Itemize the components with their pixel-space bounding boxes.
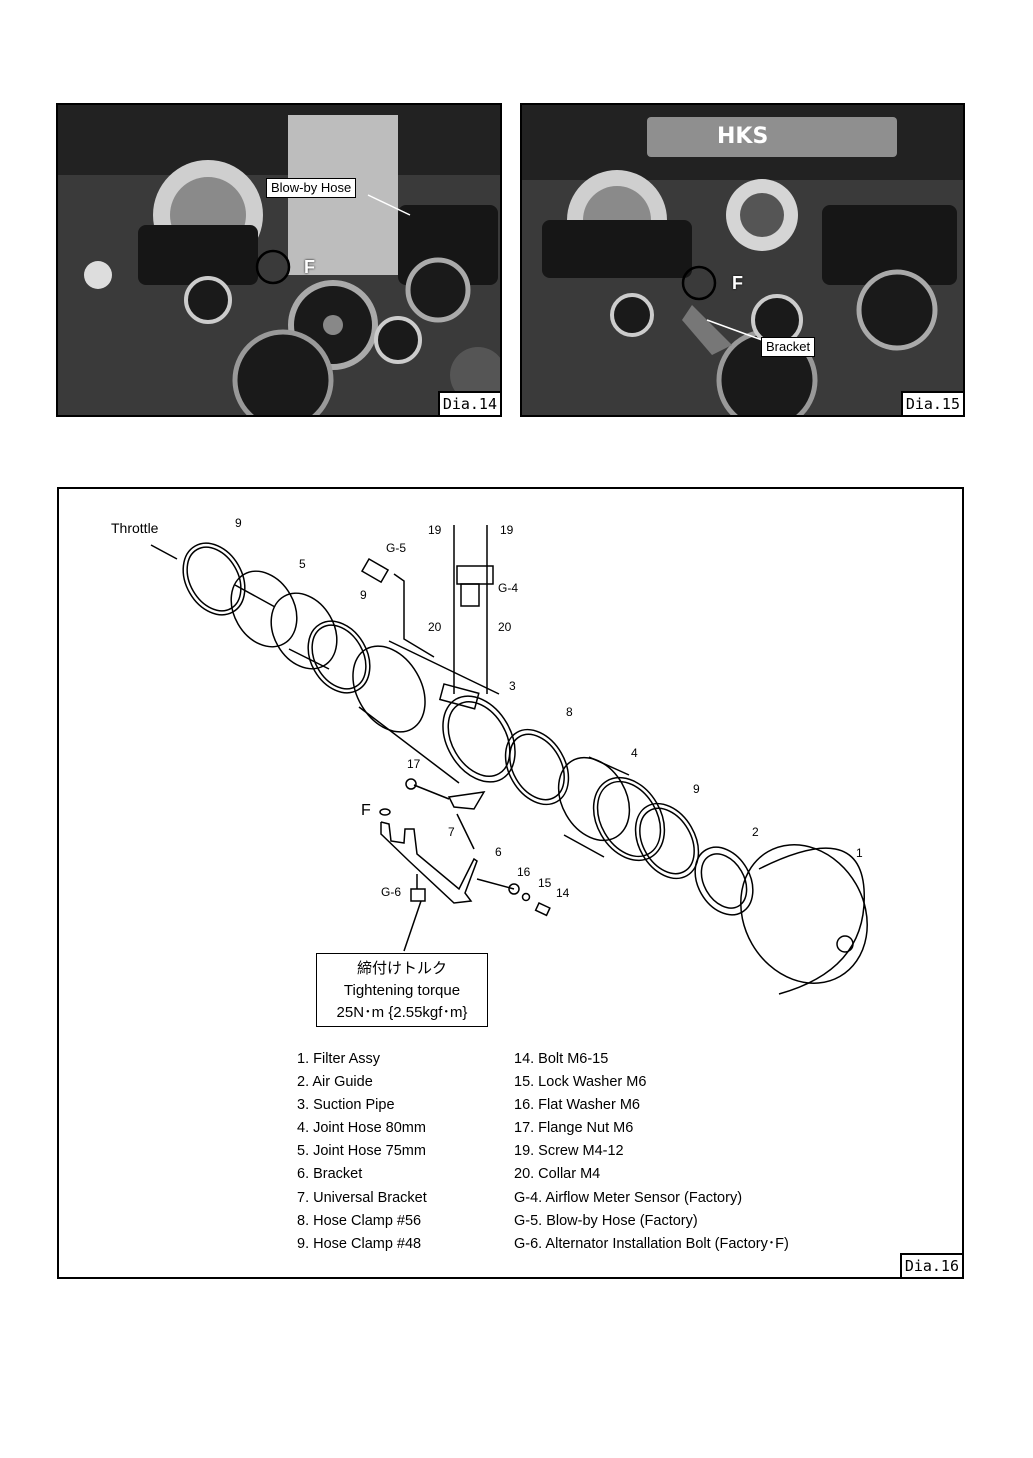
- exploded-parts-diagram: Throttle 9 5 G-5 9 19 19 G-4 20 20 3 8 4…: [57, 487, 964, 1279]
- legend-item: 3. Suction Pipe: [297, 1097, 395, 1114]
- callout-17: 17: [407, 757, 421, 771]
- hks-logo: HKS: [717, 124, 768, 149]
- callout-19a: 19: [428, 523, 442, 537]
- callout-1: 1: [856, 846, 863, 860]
- photo-dia14: Blow-by Hose F Dia.14: [56, 103, 502, 417]
- legend-item: 17. Flange Nut M6: [514, 1120, 634, 1137]
- dia16-tag: Dia.16: [899, 1253, 962, 1277]
- legend-item: 14. Bolt M6-15: [514, 1051, 609, 1067]
- callout-16: 16: [517, 865, 531, 879]
- legend-item: 1. Filter Assy: [297, 1051, 380, 1067]
- callout-9c: 9: [693, 782, 700, 796]
- legend-item: 4. Joint Hose 80mm: [297, 1120, 426, 1137]
- callout-6: 6: [495, 845, 502, 859]
- engine-photo-14: [58, 105, 500, 415]
- callout-g4: G-4: [498, 581, 519, 595]
- legend-item: 2. Air Guide: [297, 1074, 373, 1091]
- parts-legend-left: 1. Filter Assy 2. Air Guide 3. Suction P…: [297, 1048, 427, 1256]
- legend-item: G-4. Airflow Meter Sensor (Factory): [514, 1189, 743, 1206]
- callout-19b: 19: [500, 523, 514, 537]
- torque-value: 25N･m {2.55kgf･m}: [336, 1004, 468, 1021]
- parts-drawing: [150, 525, 868, 995]
- callout-g6: G-6: [381, 885, 402, 899]
- callout-4: 4: [631, 746, 638, 760]
- f-label: F: [732, 273, 743, 293]
- callout-9a: 9: [235, 516, 242, 530]
- legend-item: 5. Joint Hose 75mm: [297, 1143, 426, 1160]
- callout-20a: 20: [428, 620, 442, 634]
- callout-f: F: [361, 802, 371, 819]
- dia15-tag: Dia.15: [900, 391, 963, 415]
- legend-item: G-6. Alternator Installation Bolt (Facto…: [514, 1235, 789, 1252]
- engine-photo-15: HKS: [522, 105, 963, 415]
- f-label: F: [304, 257, 315, 277]
- legend-item: 19. Screw M4-12: [514, 1143, 624, 1160]
- callout-8: 8: [566, 705, 573, 719]
- callout-3: 3: [509, 679, 516, 693]
- callout-5: 5: [299, 557, 306, 571]
- torque-title-en: Tightening torque: [343, 982, 461, 999]
- callout-20b: 20: [498, 620, 512, 634]
- callout-g5: G-5: [386, 541, 407, 555]
- legend-item: 15. Lock Washer M6: [514, 1074, 647, 1091]
- legend-item: G-5. Blow-by Hose (Factory): [514, 1212, 698, 1229]
- callout-15: 15: [538, 876, 552, 890]
- blow-by-hose-label: Blow-by Hose: [266, 178, 357, 198]
- callout-9b: 9: [360, 588, 367, 602]
- bracket-label: Bracket: [761, 337, 816, 357]
- dia14-tag: Dia.14: [437, 391, 500, 415]
- legend-item: 7. Universal Bracket: [297, 1189, 427, 1206]
- callout-7: 7: [448, 825, 455, 839]
- torque-title-jp: 締付けトルク: [356, 960, 447, 977]
- parts-legend-right: 14. Bolt M6-15 15. Lock Washer M6 16. Fl…: [514, 1048, 789, 1256]
- legend-item: 8. Hose Clamp #56: [297, 1212, 422, 1229]
- tightening-torque-box: 締付けトルク Tightening torque 25N･m {2.55kgf･…: [316, 953, 488, 1027]
- throttle-label: Throttle: [111, 520, 159, 536]
- legend-item: 9. Hose Clamp #48: [297, 1235, 422, 1252]
- legend-item: 16. Flat Washer M6: [514, 1097, 640, 1114]
- callout-14: 14: [556, 886, 570, 900]
- legend-item: 20. Collar M4: [514, 1166, 601, 1183]
- callout-2: 2: [752, 825, 759, 839]
- legend-item: 6. Bracket: [297, 1166, 363, 1183]
- photo-dia15: HKS F Bracket Dia.15: [520, 103, 965, 417]
